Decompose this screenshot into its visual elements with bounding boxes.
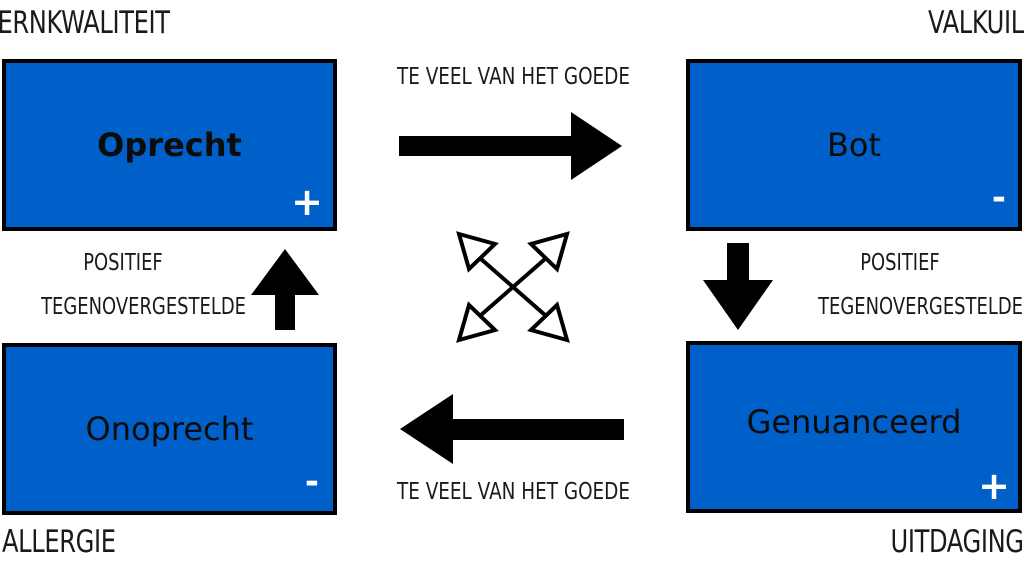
box-kernkwaliteit: Oprecht + [2,59,337,231]
connection-label-top: TE VEEL VAN HET GOEDE [397,64,630,90]
box-label-oprecht: Oprecht [97,126,242,164]
box-label-onoprecht: Onoprecht [85,410,254,448]
minus-sign-icon: - [991,178,1006,218]
connection-label-left: POSITIEF TEGENOVERGESTELDE [41,241,246,329]
box-allergie: Onoprecht - [2,343,337,515]
connection-label-right: POSITIEF TEGENOVERGESTELDE [818,241,1023,329]
corner-label-allergie: ALLERGIE [2,524,116,560]
minus-sign-icon: - [304,462,319,502]
plus-sign-icon: + [978,464,1010,508]
label-positief: POSITIEF [860,250,940,276]
label-positief: POSITIEF [83,250,163,276]
plus-sign-icon: + [291,180,323,224]
corner-label-uitdaging: UITDAGING [890,524,1024,560]
box-uitdaging: Genuanceerd + [686,341,1022,513]
label-tegenovergestelde: TEGENOVERGESTELDE [818,294,1023,320]
box-label-genuanceerd: Genuanceerd [746,403,962,441]
label-tegenovergestelde: TEGENOVERGESTELDE [41,294,246,320]
corner-label-kernkwaliteit: KERNKWALITEIT [0,5,170,41]
connection-label-bottom: TE VEEL VAN HET GOEDE [397,479,630,505]
box-label-bot: Bot [826,126,882,164]
corner-label-valkuil: VALKUIL [928,5,1024,41]
box-valkuil: Bot - [686,59,1022,231]
